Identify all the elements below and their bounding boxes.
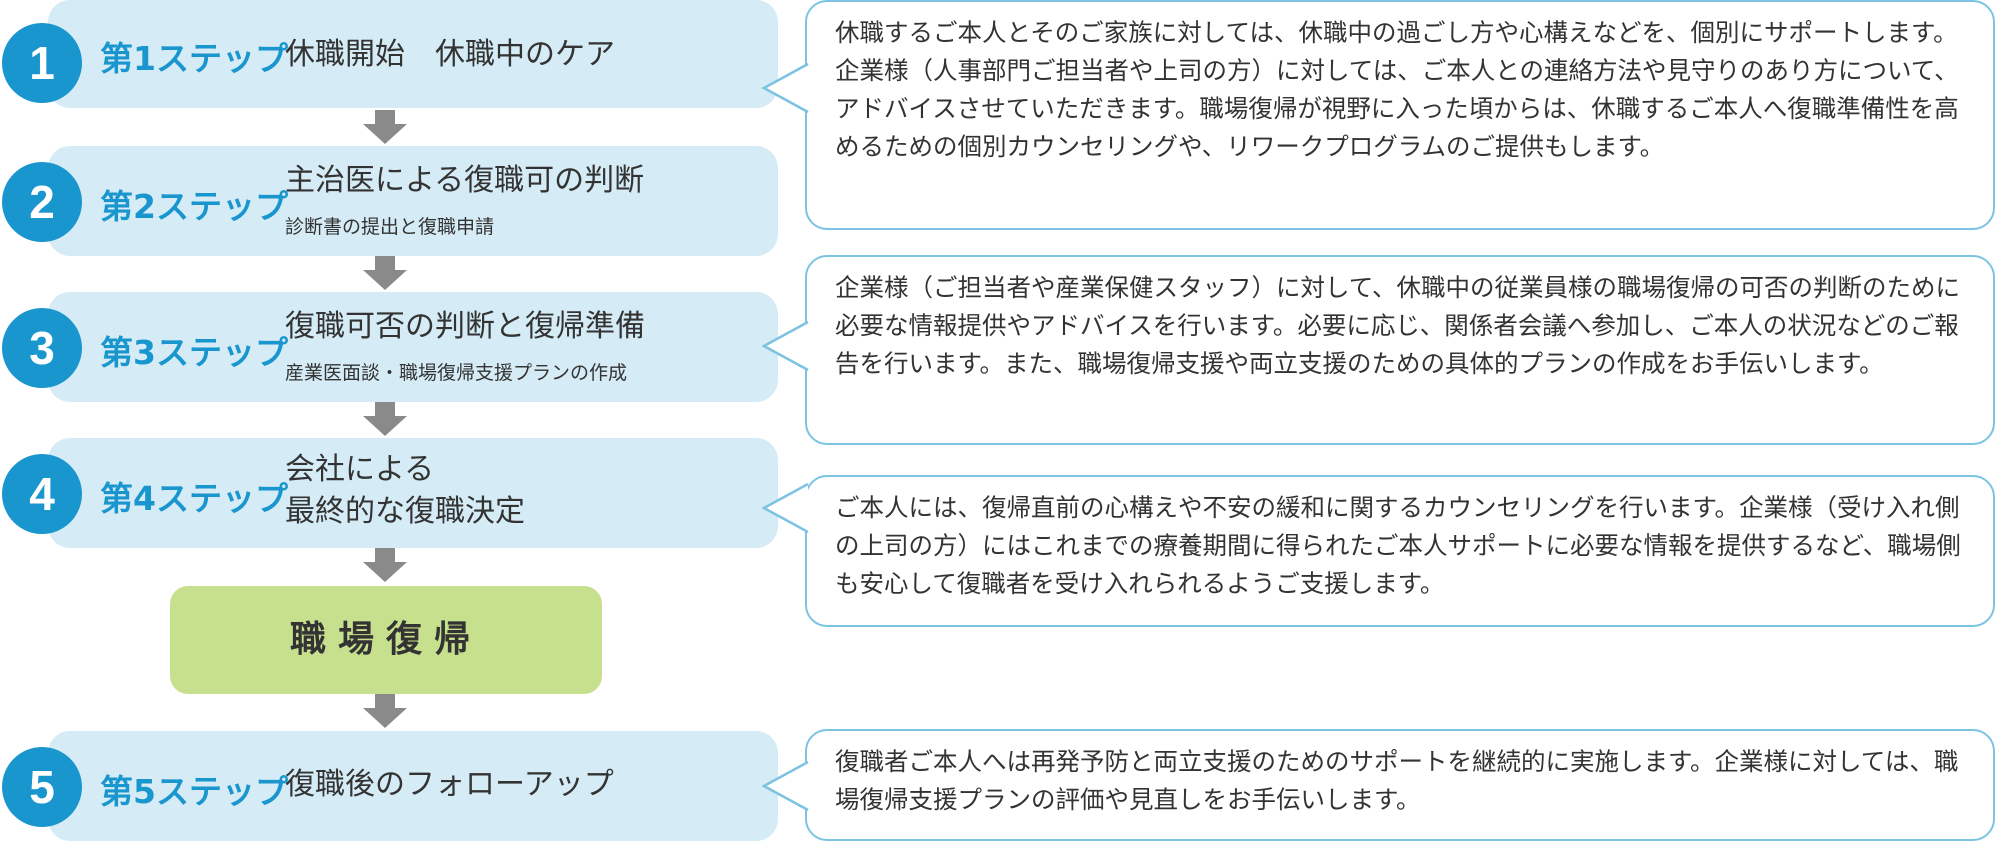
step-2-title: 主治医による復職可の判断 <box>285 163 645 198</box>
description-bubble-step-3: 企業様（ご担当者や産業保健スタッフ）に対して、休職中の従業員様の職場復帰の可否の… <box>805 255 1995 445</box>
speech-bubble-tail <box>761 62 809 114</box>
step-3-box <box>48 292 778 402</box>
step-4-number-badge: 4 <box>2 454 82 534</box>
down-arrow-icon <box>363 548 407 582</box>
step-5-number-badge: 5 <box>2 747 82 827</box>
description-bubble-step-4: ご本人には、復帰直前の心構えや不安の緩和に関するカウンセリングを行います。企業様… <box>805 475 1995 627</box>
step-2-number-badge: 2 <box>2 162 82 242</box>
speech-bubble-tail <box>761 760 809 812</box>
step-1-title: 休職開始 休職中のケア <box>285 37 615 72</box>
step-1-box <box>48 0 778 108</box>
speech-bubble-tail <box>761 320 809 372</box>
down-arrow-icon <box>363 402 407 436</box>
step-4-label: 第4ステップ <box>100 479 288 518</box>
down-arrow-icon <box>363 110 407 144</box>
description-bubble-step-1: 休職するご本人とそのご家族に対しては、休職中の過ごし方や心構えなどを、個別にサポ… <box>805 0 1995 230</box>
step-3-title: 復職可否の判断と復帰準備 <box>285 309 645 344</box>
step-2-subtitle: 診断書の提出と復職申請 <box>285 216 495 238</box>
step-5-box <box>48 731 778 841</box>
step-3-label: 第3ステップ <box>100 333 288 372</box>
step-1-label: 第1ステップ <box>100 39 288 78</box>
step-1-number-badge: 1 <box>2 23 82 103</box>
step-2-box <box>48 146 778 256</box>
step-3-number-badge: 3 <box>2 308 82 388</box>
step-3-subtitle: 産業医面談・職場復帰支援プランの作成 <box>285 362 628 384</box>
down-arrow-icon <box>363 256 407 290</box>
return-to-work-box: 職場復帰 <box>170 586 602 694</box>
speech-bubble-tail <box>761 482 809 534</box>
step-2-label: 第2ステップ <box>100 187 288 226</box>
down-arrow-icon <box>363 694 407 728</box>
step-4-box <box>48 438 778 548</box>
step-5-title: 復職後のフォローアップ <box>285 767 614 802</box>
step-4-title-line-2: 最終的な復職決定 <box>285 494 525 529</box>
description-bubble-step-5: 復職者ご本人へは再発予防と両立支援のためのサポートを継続的に実施します。企業様に… <box>805 729 1995 841</box>
step-5-label: 第5ステップ <box>100 772 288 811</box>
step-4-title-line-1: 会社による <box>285 452 435 487</box>
